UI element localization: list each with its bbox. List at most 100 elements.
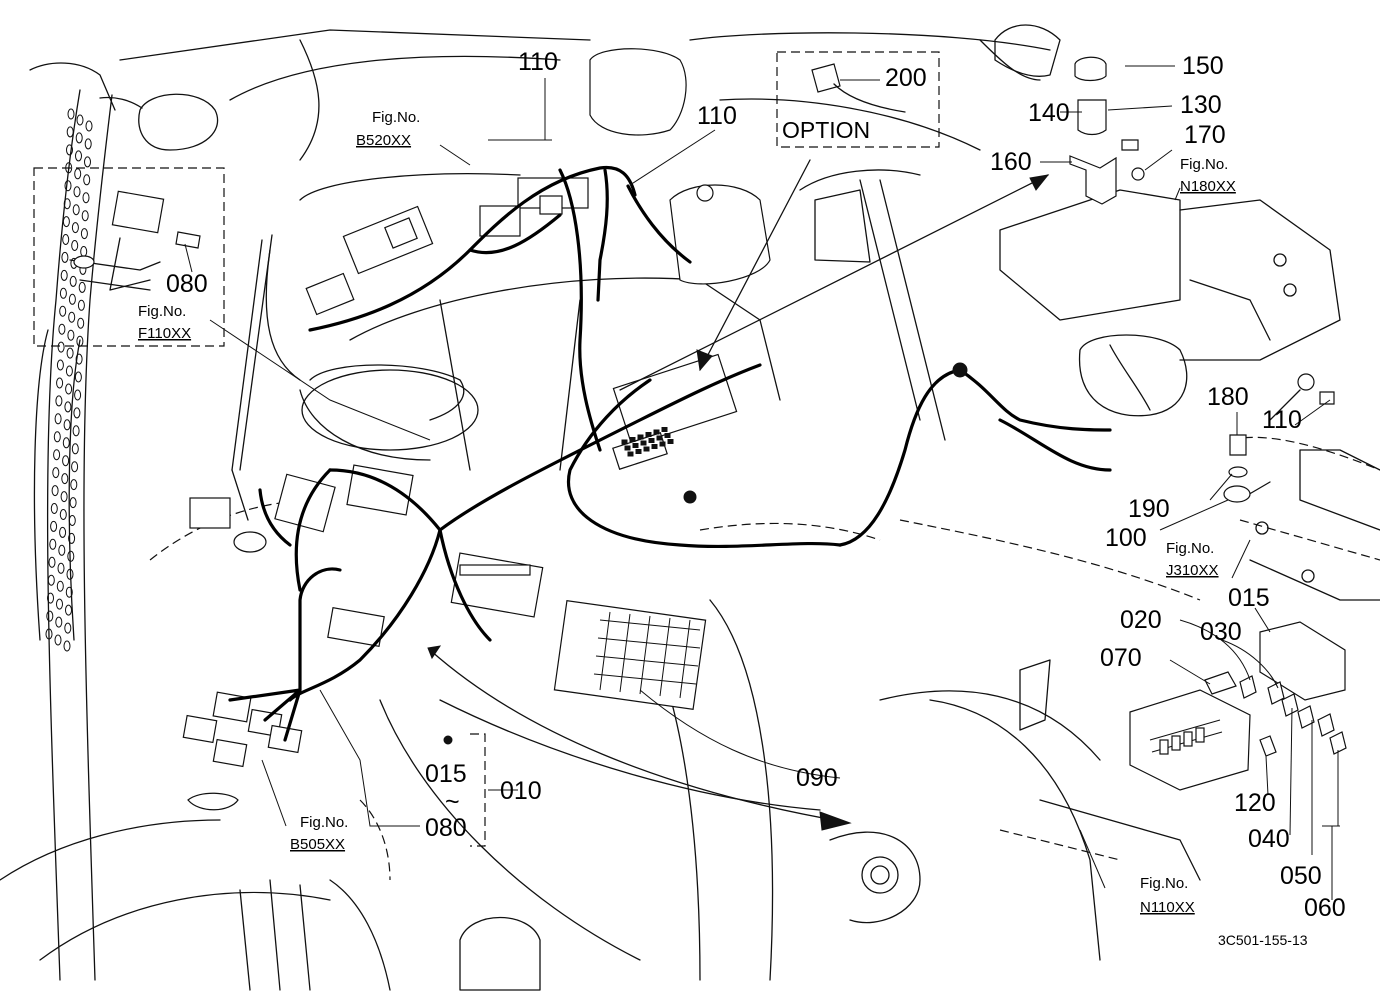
perforation-hole	[61, 473, 69, 485]
perforation-hole	[85, 120, 93, 132]
perforation-hole	[81, 210, 89, 222]
perforation-hole	[62, 455, 70, 467]
perforation-hole	[65, 365, 73, 377]
perforation-hole	[64, 622, 72, 634]
perforation-hole	[84, 156, 91, 168]
perforation-hole	[49, 538, 57, 550]
perforation-hole	[57, 562, 65, 574]
perforation-hole	[56, 598, 63, 610]
perforation-hole	[69, 275, 77, 287]
perforation-hole	[84, 138, 92, 150]
perforation-hole	[68, 293, 76, 305]
perforation-hole	[66, 347, 74, 359]
perforation-hole	[68, 311, 76, 323]
fig-ref-n180-code: N180XX	[1180, 178, 1236, 195]
perforation-hole	[65, 586, 73, 598]
callout-110-mid: 110	[697, 102, 737, 130]
option-dashed-box	[776, 51, 940, 148]
perforation-hole	[75, 353, 83, 365]
perforation-hole	[63, 640, 71, 652]
fig-ref-j310-label: Fig.No.	[1166, 540, 1214, 557]
perforation-hole	[45, 628, 53, 640]
heater-grid	[593, 611, 701, 699]
keypad-key	[653, 429, 660, 435]
perforation-hole	[54, 634, 62, 646]
perforation-hole	[74, 168, 82, 180]
perforation-hole	[78, 281, 86, 293]
perforation-hole	[62, 437, 70, 449]
perforation-hole	[60, 269, 68, 281]
perforation-hole	[62, 234, 70, 245]
reference-arrows	[427, 159, 1050, 831]
perforation-hole	[71, 443, 79, 455]
perforation-hole	[46, 610, 54, 622]
keypad-key	[624, 445, 631, 451]
option-label: OPTION	[782, 117, 870, 143]
perforation-hole	[77, 299, 85, 311]
perforation-hole	[74, 371, 82, 383]
fig-ref-b520-code: B520XX	[356, 132, 411, 149]
perforation-hole	[51, 485, 59, 497]
callout-015-range: 015	[425, 760, 467, 788]
keypad-key	[659, 441, 666, 447]
keypad-key	[629, 437, 636, 442]
perforation-hole	[56, 377, 64, 389]
keypad-key	[651, 444, 658, 449]
keypad-key	[627, 451, 634, 457]
perforation-hole	[58, 544, 66, 556]
perforation-hole	[50, 520, 58, 532]
perforation-hole	[64, 401, 72, 413]
perforation-hole	[60, 491, 68, 503]
perforation-hole	[63, 198, 71, 210]
keypad-key	[637, 434, 644, 440]
callout-150: 150	[1182, 52, 1224, 80]
perforation-hole	[59, 287, 67, 299]
keypad-key	[661, 427, 668, 432]
perforation-hole	[71, 240, 79, 251]
components	[69, 48, 1347, 811]
perforation-hole	[59, 509, 67, 520]
callout-160: 160	[990, 148, 1032, 176]
perforation-hole	[67, 108, 75, 120]
perforation-hole	[55, 395, 63, 407]
perforation-hole	[68, 532, 76, 544]
perforation-hole	[66, 568, 74, 580]
perforation-hole	[73, 407, 81, 419]
callout-010: 010	[500, 777, 542, 805]
callout-060: 060	[1304, 894, 1346, 922]
perforation-hole	[65, 383, 73, 395]
perforation-hole	[77, 317, 85, 329]
callout-015-right: 015	[1228, 584, 1270, 612]
callout-080: 080	[166, 270, 208, 298]
keypad-key	[643, 446, 650, 452]
cab-structure-lineart	[0, 24, 1380, 991]
perforation-hole	[72, 204, 80, 216]
perforation-hole	[75, 132, 83, 144]
perforation-hole	[56, 580, 64, 592]
perforation-hole	[66, 126, 74, 138]
perforation-hole	[75, 150, 82, 162]
perforation-hole	[65, 604, 72, 616]
keypad-key	[656, 435, 663, 441]
callout-140: 140	[1028, 99, 1070, 127]
perforation-hole	[54, 413, 62, 425]
keypad-key	[667, 439, 674, 444]
perforation-hole	[76, 114, 84, 126]
perforation-hole	[47, 592, 54, 604]
fig-ref-n110-code: N110XX	[1140, 899, 1195, 916]
perforation-hole	[80, 246, 88, 257]
perforation-hole	[69, 497, 77, 509]
callout-100: 100	[1105, 524, 1147, 552]
perforation-hole	[62, 216, 70, 228]
perforation-hole	[67, 329, 75, 341]
fig-ref-f110-code: F110XX	[138, 325, 191, 342]
callout-020: 020	[1120, 606, 1162, 634]
perforation-hole	[47, 574, 55, 586]
fig-ref-b505-code: B505XX	[290, 836, 345, 853]
keypad-key	[640, 440, 647, 446]
perforation-hole	[57, 341, 65, 353]
keypad-key	[632, 443, 639, 448]
perforation-hole	[68, 515, 76, 526]
callout-030: 030	[1200, 618, 1242, 646]
